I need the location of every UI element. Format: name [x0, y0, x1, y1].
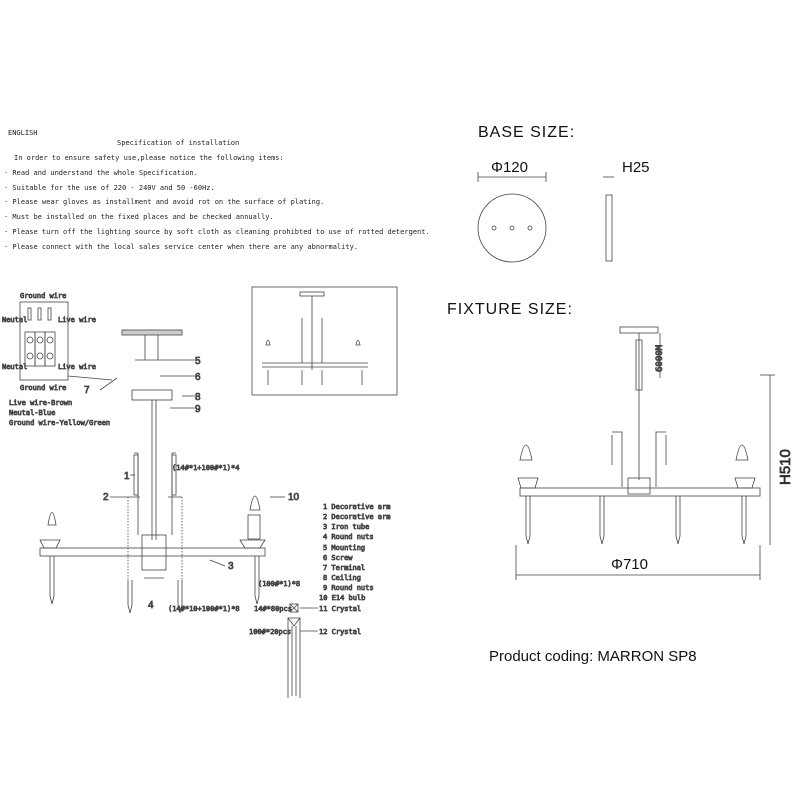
- live-wire-label: Live wire: [58, 363, 96, 371]
- live-wire-label: Live wire: [58, 316, 96, 324]
- callout-5: 5: [195, 356, 201, 367]
- spec-item: · Must be installed on the fixed places …: [4, 213, 274, 221]
- spec-item: · Please wear gloves as installment and …: [4, 198, 325, 206]
- part-item: 12 Crystal: [319, 628, 361, 636]
- language-label: ENGLISH: [8, 129, 38, 137]
- callout-3: 3: [228, 561, 234, 572]
- ground-wire-label: Ground wire: [20, 384, 66, 392]
- spec-item: · Read and understand the whole Specific…: [4, 169, 198, 177]
- base-size-drawing: [477, 172, 614, 263]
- fixture-size-drawing: H510 6000M: [515, 326, 794, 580]
- wire-color-legend: Live wire-Brown: [9, 399, 72, 407]
- spec-title: Specification of installation: [117, 139, 240, 147]
- part-item: 2 Decorative arm: [323, 513, 390, 521]
- neutral-label: Neutal: [2, 316, 27, 324]
- spec-intro: In order to ensure safety use,please not…: [14, 154, 284, 162]
- base-diameter: Φ120: [491, 159, 528, 176]
- part-item: 5 Mounting: [323, 544, 365, 552]
- spec-item: · Please connect with the local sales se…: [4, 243, 359, 251]
- callout-10: 10: [288, 492, 300, 503]
- callout-1: 1: [124, 471, 130, 482]
- fixture-height-dimension: H510: [777, 449, 794, 485]
- ceiling-mount-diagram: 5 6 7 8 9: [84, 329, 201, 415]
- crystal-quantity: (100#*1)*8: [258, 580, 300, 588]
- callout-9: 9: [195, 404, 201, 415]
- wire-color-legend: Neutal-Blue: [9, 409, 55, 417]
- callout-6: 6: [195, 372, 201, 383]
- part-item: 8 Ceiling: [323, 574, 361, 582]
- crystal-quantity: (14#*1+100#*1)*4: [172, 464, 239, 472]
- spec-item: · Please turn off the lighting source by…: [4, 228, 430, 236]
- ground-wire-label: Ground wire: [20, 292, 66, 300]
- wire-color-legend: Ground wire-Yellow/Green: [9, 419, 110, 427]
- base-size-title: BASE SIZE:: [478, 124, 576, 141]
- callout-8: 8: [195, 392, 201, 403]
- callout-4: 4: [148, 600, 154, 611]
- part-item: 10 E14 bulb: [319, 594, 365, 602]
- wiring-terminal-diagram: Ground wire Neutal Live wire Neutal Live…: [2, 292, 113, 427]
- part-item: 4 Round nuts: [323, 533, 374, 541]
- fixture-diameter: Φ710: [611, 556, 648, 573]
- crystal-quantity: (14#*10+100#*1)*8: [168, 605, 240, 613]
- parts-list: 1 Decorative arm 2 Decorative arm 3 Iron…: [319, 503, 391, 637]
- part-item: 7 Terminal: [323, 564, 365, 572]
- part-item: 9 Round nuts: [323, 584, 374, 592]
- spec-item: · Suitable for the use of 220 - 240V and…: [4, 184, 215, 192]
- product-coding: Product coding: MARRON SP8: [489, 648, 697, 665]
- part-item: 11 Crystal: [319, 605, 361, 613]
- crystal-quantity: 100#*20pcs: [249, 628, 291, 636]
- exploded-fixture-diagram: 1 2 3 4 10 (14#*1+100#*1)*4 (100#*1)*8 (…: [39, 400, 318, 698]
- part-item: 6 Screw: [323, 554, 353, 562]
- fixture-size-title: FIXTURE SIZE:: [447, 301, 573, 318]
- crystal-quantity: 14#*80pcs: [254, 605, 292, 613]
- part-item: 3 Iron tube: [323, 523, 369, 531]
- neutral-label: Neutal: [2, 363, 27, 371]
- chain-length-dimension: 6000M: [655, 344, 665, 372]
- callout-2: 2: [103, 492, 109, 503]
- part-item: 1 Decorative arm: [323, 503, 390, 511]
- assembled-preview: [251, 286, 398, 396]
- callout-7: 7: [84, 385, 90, 396]
- base-height: H25: [622, 159, 650, 176]
